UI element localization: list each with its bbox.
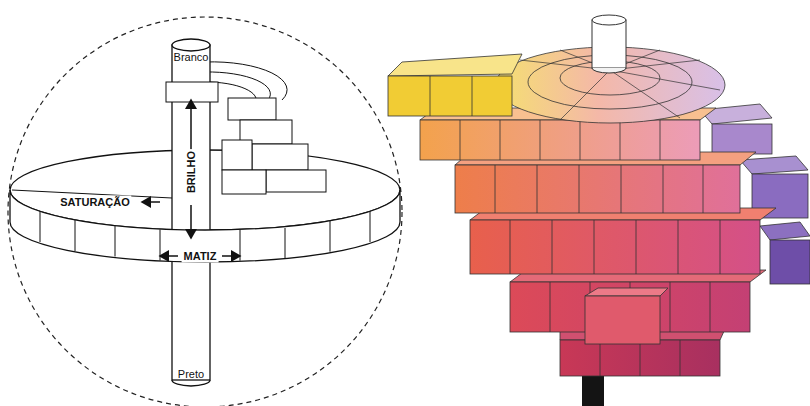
row-dividers <box>600 340 680 376</box>
color-block-top <box>388 54 522 76</box>
black-pole-label: Preto <box>178 369 204 380</box>
white-pole-label: Branco <box>174 52 209 63</box>
color-block-top <box>760 222 810 240</box>
cylinder-bottom <box>592 68 626 73</box>
dashed-outline <box>8 17 402 406</box>
color-block <box>770 240 810 284</box>
value-label: BRILHO <box>185 149 198 195</box>
step-block <box>166 82 218 102</box>
disk-band <box>10 190 400 262</box>
color-row <box>470 220 760 274</box>
axis-top <box>172 39 210 51</box>
hue-arrow <box>222 255 240 257</box>
step-block <box>266 170 326 192</box>
hue-arrow <box>160 255 178 257</box>
step-block <box>228 98 276 120</box>
hue-label: MATIZ <box>182 250 219 263</box>
color-row <box>560 340 720 376</box>
row-dividers <box>495 165 703 213</box>
value-arrow <box>190 205 192 238</box>
color-block-top <box>700 104 772 124</box>
color-row <box>420 120 700 160</box>
chroma-arrow <box>142 201 160 203</box>
color-block-top <box>740 156 808 174</box>
row-dividers <box>430 76 472 116</box>
chroma-label: SATURAÇÃO <box>58 196 131 209</box>
color-block <box>585 296 660 344</box>
step-block <box>222 170 266 194</box>
color-row <box>455 165 740 213</box>
white-cylinder <box>592 20 626 68</box>
axis-bottom <box>172 380 210 386</box>
step-block <box>252 144 308 170</box>
color-block <box>388 76 512 116</box>
row-dividers <box>510 220 720 274</box>
step-block <box>222 140 252 170</box>
color-block-top <box>585 288 668 296</box>
cylinder-top <box>592 15 626 25</box>
row-dividers <box>460 120 660 160</box>
value-arrow <box>190 100 192 150</box>
color-block <box>712 124 772 154</box>
